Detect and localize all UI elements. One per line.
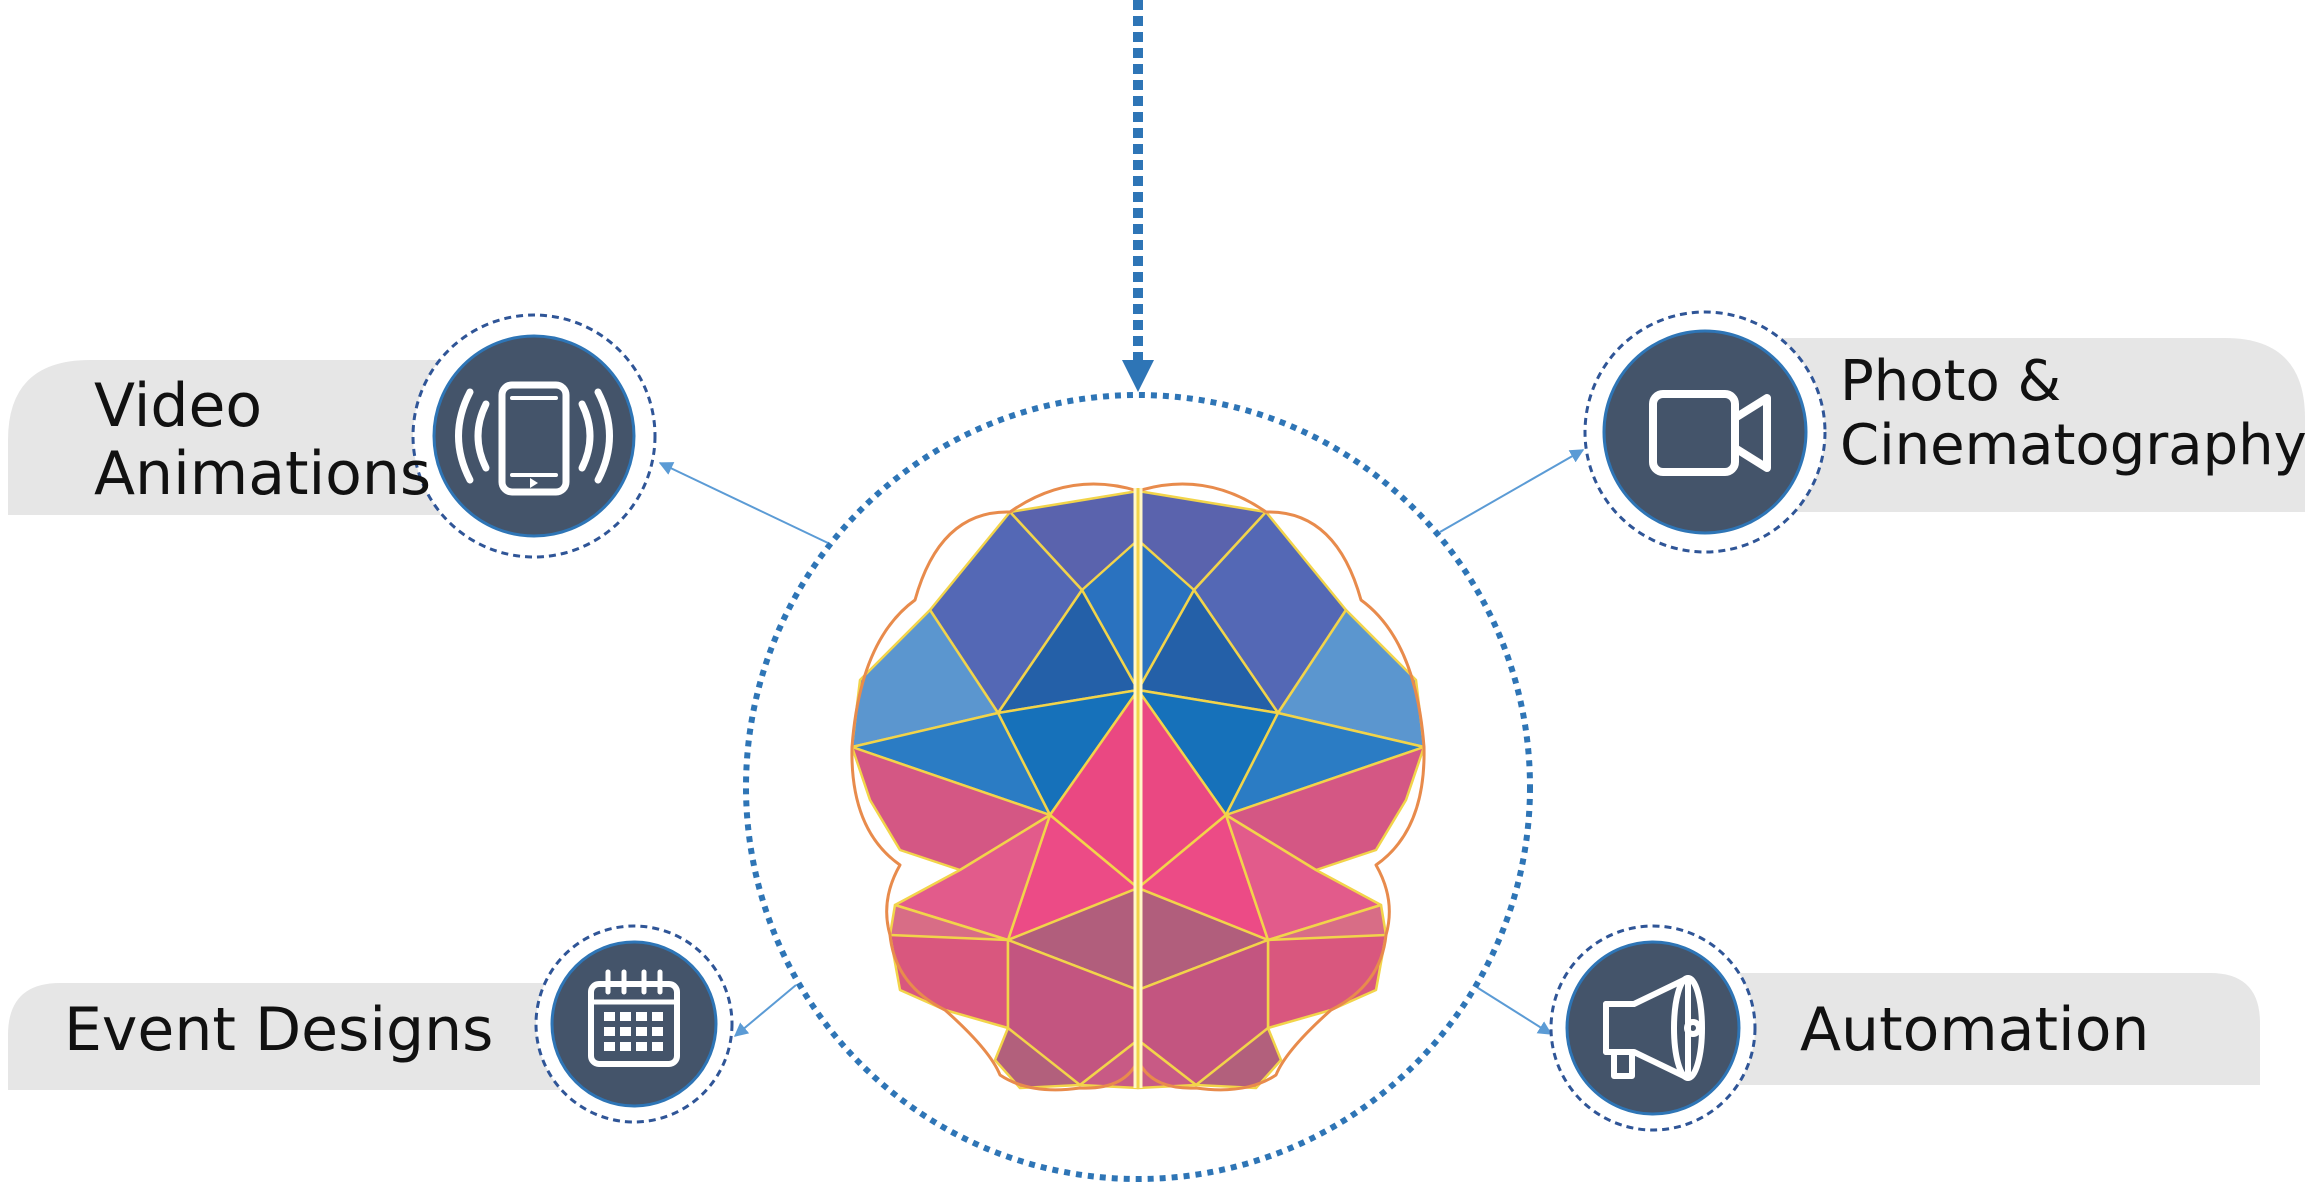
brain-icon <box>850 482 1426 1092</box>
automation-node[interactable] <box>1549 924 1757 1132</box>
label-photo-cinematography: Photo & Cinematography <box>1840 350 2307 478</box>
vibrating-phone-icon <box>455 381 613 496</box>
label-event-designs-text: Event Designs <box>64 995 494 1065</box>
megaphone-icon <box>1603 975 1705 1081</box>
calendar-icon <box>588 969 680 1067</box>
label-video-animations-line1: Video <box>94 371 263 441</box>
event-designs-node[interactable] <box>534 924 734 1124</box>
top-connector-arrowhead <box>1122 360 1154 392</box>
label-band-video <box>8 360 440 515</box>
label-band-event <box>8 983 560 1090</box>
label-video-animations: Video Animations <box>94 372 431 508</box>
photo-cinematography-node[interactable] <box>1583 310 1827 554</box>
label-event-designs: Event Designs <box>64 996 493 1064</box>
arrow-to-event <box>733 984 797 1037</box>
label-band-photo <box>1700 338 2305 512</box>
arrow-to-automation <box>1477 987 1553 1035</box>
video-animations-node[interactable] <box>411 313 657 559</box>
video-camera-icon <box>1649 390 1771 476</box>
label-band-automation <box>1700 973 2260 1085</box>
label-automation: Automation <box>1800 996 2149 1064</box>
label-photo-cinematography-line1: Photo & <box>1840 349 2062 414</box>
label-automation-text: Automation <box>1800 995 2150 1065</box>
center-ring <box>743 392 1533 1182</box>
label-video-animations-line2: Animations <box>94 439 432 509</box>
arrow-to-photo <box>1439 449 1585 533</box>
label-photo-cinematography-line2: Cinematography <box>1840 413 2307 478</box>
arrow-to-video <box>658 462 829 544</box>
